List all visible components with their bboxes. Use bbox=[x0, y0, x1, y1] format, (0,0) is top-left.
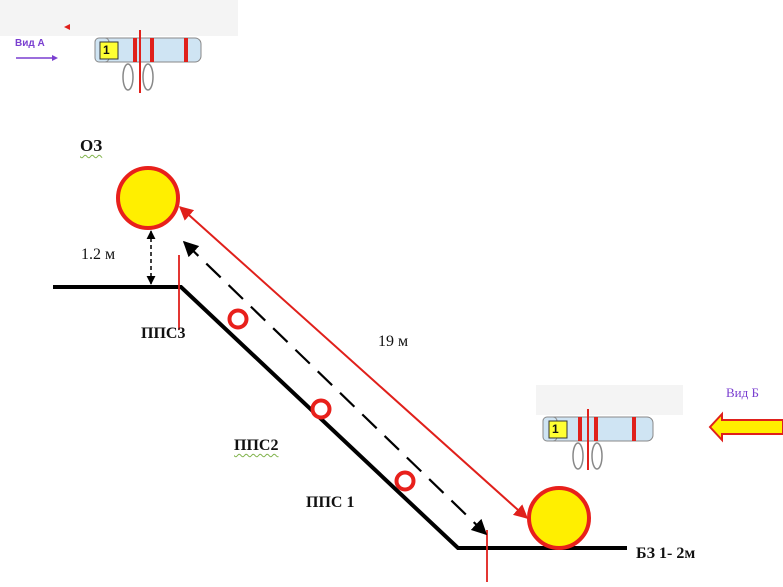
view-a-arrowhead bbox=[52, 55, 58, 61]
bz-label: БЗ 1- 2м bbox=[636, 545, 696, 562]
view-b-arrow bbox=[708, 411, 783, 443]
header-strip bbox=[0, 0, 238, 36]
tag-b-loop-left bbox=[572, 442, 584, 470]
bz-circle bbox=[527, 486, 591, 550]
tag-a-red-band-3 bbox=[184, 38, 188, 62]
oz-label: ОЗ bbox=[80, 136, 103, 155]
view-a-label: Вид А bbox=[15, 38, 45, 49]
tag-a-loop-right bbox=[142, 63, 154, 91]
tag-b-red-band-3 bbox=[632, 417, 636, 441]
pps1-marker bbox=[394, 470, 416, 492]
tag-diagram-a bbox=[94, 30, 202, 93]
pps2-marker bbox=[310, 398, 332, 420]
tag-b-loop-right bbox=[591, 442, 603, 470]
height-label: 1.2 м bbox=[81, 246, 116, 263]
view-b-label: Вид Б bbox=[726, 385, 759, 400]
tag-a-number-box bbox=[99, 41, 119, 60]
pps2-label: ППС2 bbox=[234, 437, 279, 454]
pps3-label: ППС3 bbox=[141, 325, 186, 342]
slope-dashed-arrow bbox=[182, 240, 488, 536]
tag-a-red-band-2 bbox=[150, 38, 154, 62]
distance-measure-arrow bbox=[178, 206, 529, 519]
tag-b-red-band-2 bbox=[594, 417, 598, 441]
tag-b-red-band-1 bbox=[578, 417, 582, 441]
oz-circle bbox=[116, 166, 180, 230]
tag-a-loop-left bbox=[122, 63, 134, 91]
pps3-marker bbox=[227, 308, 249, 330]
header-marker-icon bbox=[64, 24, 70, 30]
tag-b-number-box bbox=[548, 420, 568, 439]
distance-label: 19 м bbox=[378, 333, 409, 350]
tag-b-number: 1 bbox=[552, 422, 559, 436]
tag-a-red-band-1 bbox=[133, 38, 137, 62]
tag-a-number: 1 bbox=[103, 43, 110, 57]
tag-diagram-b bbox=[542, 409, 654, 470]
pps1-label: ППС 1 bbox=[306, 494, 355, 511]
view-b-strip bbox=[536, 385, 683, 415]
